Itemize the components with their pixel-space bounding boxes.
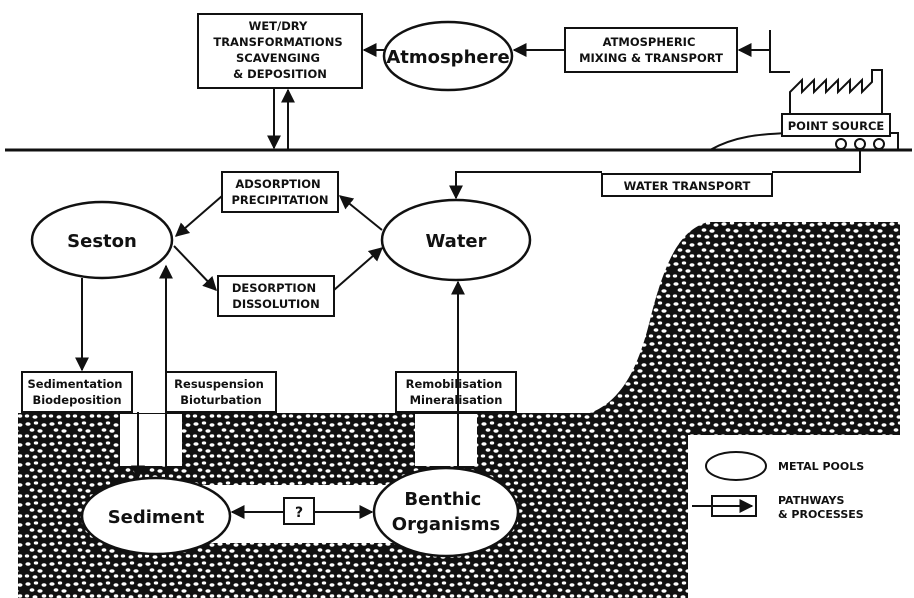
sediment-label: Sediment [108,507,205,528]
atmosphere-pool: Atmosphere [384,22,512,90]
seston-pool: Seston [32,202,172,278]
remobilisation-box: Remobilisation Mineralisation [396,372,516,412]
adsorption-box: ADSORPTION PRECIPITATION [222,172,338,212]
legend-pathways: PATHWAYS & PROCESSES [778,494,864,521]
legend: METAL POOLS PATHWAYS & PROCESSES [692,452,864,521]
water-label: Water [425,231,486,252]
legend-metal-pools: METAL POOLS [778,460,864,473]
seston-label: Seston [67,231,137,252]
sed-channel-right [415,414,477,466]
point-source-box: POINT SOURCE [782,114,890,136]
sediment-pool: Sediment [82,478,230,554]
sed-channel-left [120,414,182,466]
legend-pool-symbol [706,452,766,480]
wet-dry-box: WET/DRY TRANSFORMATIONS SCAVENGING & DEP… [198,14,362,88]
unknown-exchange-box: ? [284,498,314,524]
arrow-water-to-adsorption [340,196,382,230]
arrow-adsorption-to-seston [176,196,222,236]
water-pool: Water [382,200,530,280]
point-source-label: POINT SOURCE [788,119,885,133]
water-transport-label: WATER TRANSPORT [624,179,751,193]
arrow-desorption-to-water [334,248,382,290]
arrow-seston-to-desorption [174,246,216,290]
resuspension-box: Resuspension Bioturbation [166,372,276,412]
water-transport-box: WATER TRANSPORT [602,174,772,196]
atmosphere-label: Atmosphere [386,47,509,68]
unknown-label: ? [295,505,303,521]
atm-mixing-box: ATMOSPHERIC MIXING & TRANSPORT [565,28,737,72]
benthic-organisms-pool: Benthic Organisms [374,468,518,556]
arrow-factory-to-mixing [739,30,770,50]
sedimentation-box: Sedimentation Biodeposition [22,372,132,412]
desorption-box: DESORPTION DISSOLUTION [218,276,334,316]
